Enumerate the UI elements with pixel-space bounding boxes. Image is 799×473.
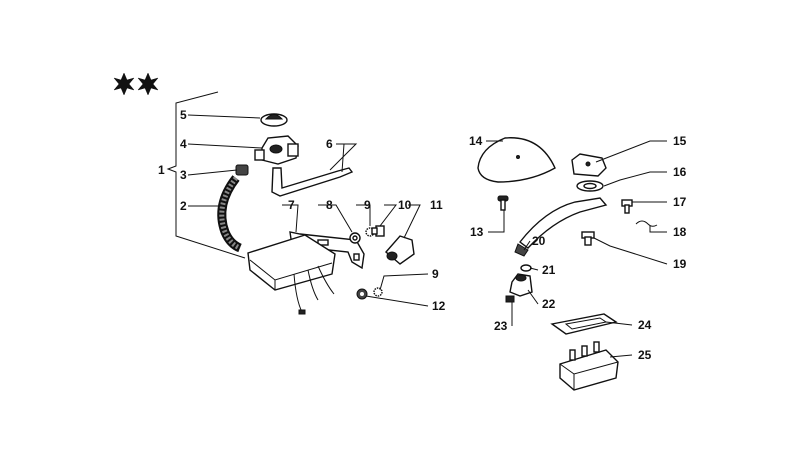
callout-labels: 1 2 3 4 5 6 7 8 9 10 11 9 12 13 14 15 16… [158, 108, 687, 362]
part-screw-13 [497, 195, 509, 211]
part-lever-base [571, 153, 607, 177]
part-ring-21 [520, 264, 532, 272]
part-lever-arm [514, 197, 608, 257]
part-operating-lever [271, 167, 354, 197]
callout-7: 7 [288, 198, 295, 212]
part-screw-23 [505, 295, 515, 303]
part-nut-lower [356, 288, 368, 300]
part-flasher-unit [385, 235, 415, 265]
part-cover-plate [477, 137, 556, 183]
part-relay-box [247, 234, 336, 315]
callout-10: 10 [398, 198, 412, 212]
part-lock-washer-lower [373, 287, 383, 297]
part-switch [559, 341, 619, 391]
part-nut [235, 164, 249, 176]
callout-2: 2 [180, 199, 187, 213]
part-ring-washer [576, 180, 604, 192]
callout-13: 13 [470, 225, 484, 239]
star-icon [113, 72, 135, 96]
callout-25: 25 [638, 348, 652, 362]
callout-8: 8 [326, 198, 333, 212]
callout-23: 23 [494, 319, 508, 333]
callout-14: 14 [469, 134, 483, 148]
callout-9-lower: 9 [432, 267, 439, 281]
part-knob [509, 273, 533, 297]
callout-17: 17 [673, 195, 687, 209]
part-indicator-housing [254, 135, 299, 165]
part-cap [260, 113, 288, 127]
part-screw-17 [621, 199, 633, 214]
part-screw [371, 225, 385, 237]
part-clip [635, 220, 658, 227]
group-bracket [166, 91, 246, 259]
callout-19: 19 [673, 257, 687, 271]
part-bolt [581, 231, 595, 246]
callout-11: 11 [430, 198, 443, 212]
callout-20: 20 [532, 234, 546, 248]
callout-22: 22 [542, 297, 556, 311]
callout-6: 6 [326, 137, 333, 151]
part-washer [349, 232, 361, 244]
part-switch-frame [550, 313, 618, 335]
callout-5: 5 [180, 108, 187, 122]
callout-18: 18 [673, 225, 687, 239]
star-icon [137, 72, 159, 96]
callout-9: 9 [364, 198, 371, 212]
callout-12: 12 [432, 299, 446, 313]
star-markers [113, 72, 159, 96]
callout-1: 1 [158, 163, 165, 177]
callout-24: 24 [638, 318, 652, 332]
callout-4: 4 [180, 137, 187, 151]
part-flexible-cable [217, 175, 242, 253]
callout-21: 21 [542, 263, 556, 277]
callout-16: 16 [673, 165, 687, 179]
callout-3: 3 [180, 168, 187, 182]
callout-15: 15 [673, 134, 687, 148]
leader-lines [187, 114, 668, 358]
